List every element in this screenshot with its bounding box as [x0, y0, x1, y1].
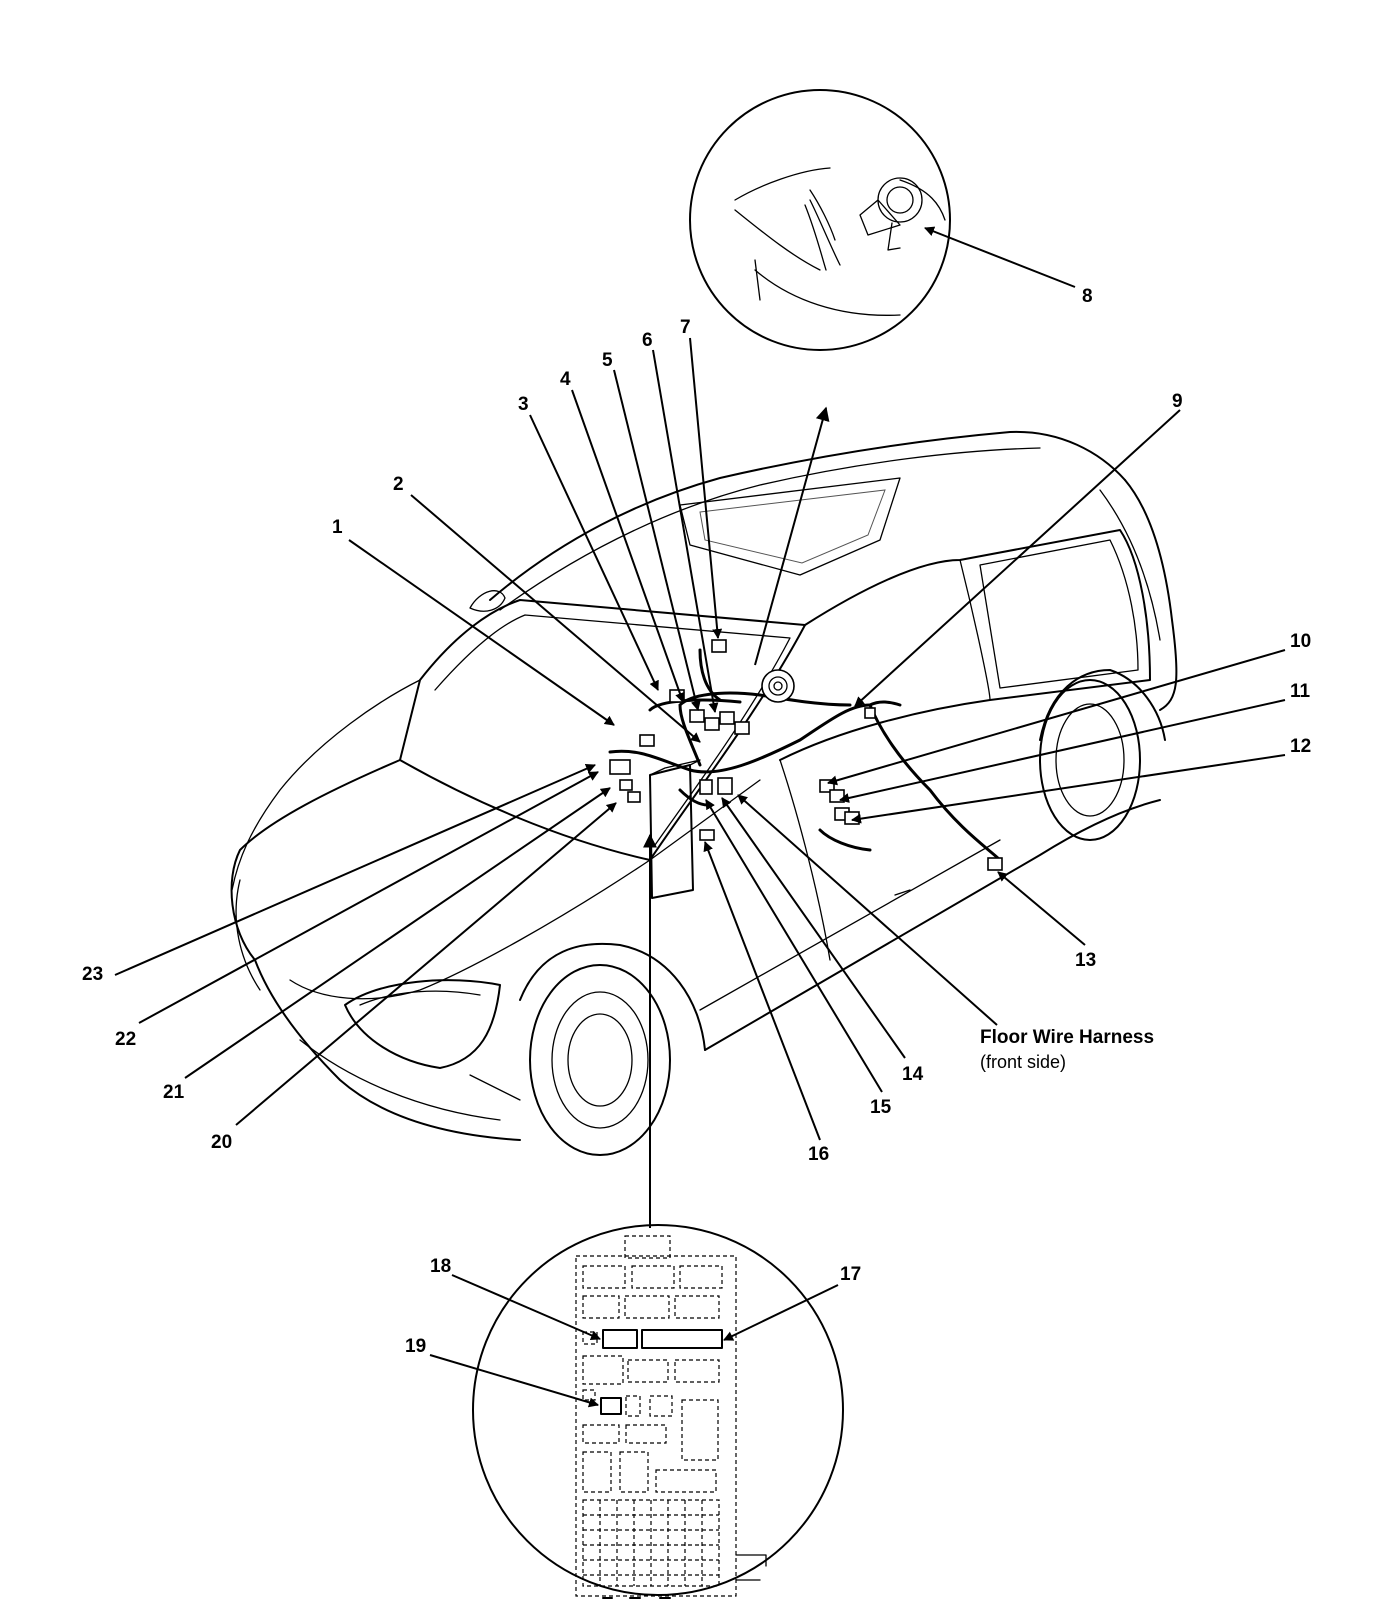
callout-18: 18: [430, 1256, 451, 1277]
callout-12: 12: [1290, 736, 1311, 757]
callout-15: 15: [870, 1097, 892, 1118]
callout-5: 5: [602, 350, 613, 371]
inset-top: [689, 89, 951, 351]
fuse-box-unit: [649, 759, 701, 899]
car-outline: [230, 430, 1178, 1156]
callout-22: 22: [115, 1029, 136, 1050]
callout-3: 3: [518, 394, 529, 415]
leader-lines: [114, 226, 1286, 1408]
callout-19: 19: [405, 1336, 426, 1357]
callout-11: 11: [1290, 681, 1311, 702]
callout-16: 16: [808, 1144, 829, 1165]
harness-caption-title: Floor Wire Harness: [980, 1027, 1154, 1048]
fuse-grid: [582, 1499, 720, 1587]
callout-9: 9: [1172, 391, 1183, 412]
callout-6: 6: [642, 330, 653, 351]
harness-caption-subtitle: (front side): [980, 1052, 1066, 1072]
callout-23: 23: [82, 964, 103, 985]
floor-wire-harness: [608, 648, 1002, 862]
callout-13: 13: [1075, 950, 1096, 971]
callout-7: 7: [680, 317, 691, 338]
callout-14: 14: [902, 1064, 924, 1085]
callout-labels: 1 2 3 4 5 6 7 8 9 10 11 12 13 14 15 16 1…: [82, 286, 1311, 1357]
callout-10: 10: [1290, 631, 1311, 652]
callout-20: 20: [211, 1132, 232, 1153]
connectors: [609, 639, 1003, 871]
callout-2: 2: [393, 474, 404, 495]
callout-17: 17: [840, 1264, 861, 1285]
inset-bottom: [472, 1224, 844, 1599]
callout-1: 1: [332, 517, 343, 538]
callout-8: 8: [1082, 286, 1093, 307]
callout-4: 4: [560, 369, 571, 390]
callout-21: 21: [163, 1082, 185, 1103]
